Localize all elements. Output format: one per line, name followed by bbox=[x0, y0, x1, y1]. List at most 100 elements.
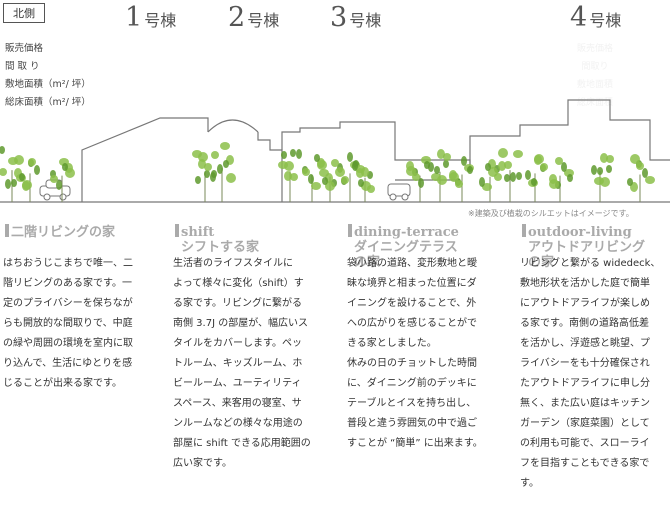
tree-foliage bbox=[606, 165, 612, 173]
tree-foliage bbox=[284, 171, 292, 181]
tree-foliage bbox=[642, 168, 648, 178]
tree-foliage bbox=[14, 155, 24, 165]
tree-foliage bbox=[5, 179, 11, 189]
tree-foliage bbox=[19, 173, 25, 181]
spec-layout-label: 間 取 り bbox=[5, 61, 40, 72]
tree-foliage bbox=[284, 161, 294, 171]
tree-foliage bbox=[319, 169, 329, 177]
house-silhouette-illustration bbox=[0, 99, 670, 203]
tree-foliage bbox=[65, 168, 75, 178]
tree-foliage bbox=[485, 163, 491, 171]
tree-foliage bbox=[437, 175, 447, 185]
tree-foliage bbox=[516, 172, 522, 180]
tree-foliage bbox=[198, 152, 208, 162]
tree-foliage bbox=[322, 177, 328, 185]
tree-foliage bbox=[0, 168, 7, 176]
tree-foliage bbox=[317, 160, 327, 170]
tree-foliage bbox=[226, 173, 236, 183]
cars bbox=[39, 179, 411, 201]
tree-foliage bbox=[525, 170, 531, 180]
tree-foliage bbox=[488, 167, 498, 177]
tree-foliage bbox=[195, 176, 201, 184]
tree-foliage bbox=[22, 180, 32, 190]
tree-foliage bbox=[600, 153, 608, 163]
tree-foliage bbox=[347, 152, 353, 162]
tree-foliage bbox=[645, 176, 655, 184]
column-3-body: 袋小路の道路、変形敷地と曖昧な境界と相まった位置にダイニングを設けることで、外へ… bbox=[347, 258, 483, 449]
tree-foliage bbox=[223, 160, 229, 168]
tree-foliage bbox=[220, 142, 230, 150]
tree-foliage bbox=[540, 163, 548, 171]
spec-floor-area-label: 総床面積（m²/ 坪） bbox=[5, 97, 91, 108]
tree-foliage bbox=[296, 149, 302, 159]
b4-spec-layout: 間取り bbox=[581, 62, 609, 72]
tree-foliage bbox=[62, 163, 68, 171]
tree-foliage bbox=[56, 180, 62, 190]
b4-spec-price: 販売価格 bbox=[576, 44, 613, 54]
tree-foliage bbox=[461, 156, 467, 166]
tree-foliage bbox=[606, 155, 614, 163]
tree-foliage bbox=[567, 174, 573, 182]
tree-foliage bbox=[513, 150, 523, 158]
building-4-specs: 販売価格 間取り 敷地面積 総床面積 bbox=[555, 40, 635, 112]
tree-foliage bbox=[211, 170, 217, 178]
tree-foliage bbox=[482, 183, 492, 191]
column-1-body: はちおうじこまちで唯一、二階リビングのある家です。一定のプライバシーを保ちながら… bbox=[3, 258, 133, 389]
tree-foliage bbox=[428, 162, 434, 172]
tree-foliage bbox=[314, 154, 320, 162]
tree-foliage bbox=[331, 159, 339, 167]
tree-foliage bbox=[555, 157, 563, 165]
tree-foliage bbox=[479, 177, 485, 187]
tree-foliage bbox=[498, 148, 508, 158]
tree-foliage bbox=[627, 178, 633, 186]
tree-foliage bbox=[34, 165, 40, 175]
tree-foliage bbox=[290, 173, 298, 181]
tree-foliage bbox=[302, 168, 310, 176]
tree-foliage bbox=[597, 167, 603, 175]
tree-foliage bbox=[591, 165, 597, 175]
tree-foliage bbox=[358, 179, 364, 187]
tree-foliage bbox=[50, 175, 58, 183]
column-1-heading: 二階リビングの家 bbox=[5, 224, 115, 240]
tree-foliage bbox=[600, 177, 610, 187]
tree-foliage bbox=[335, 167, 345, 177]
tree-foliage bbox=[204, 163, 212, 171]
tree-foliage bbox=[204, 170, 210, 178]
tree-foliage bbox=[467, 166, 473, 174]
tree-foliage bbox=[308, 174, 314, 184]
column-2-body: 生活者のライフスタイルによって様々に変化（shift）する家です。リビングに繋が… bbox=[173, 258, 311, 469]
b4-spec-site: 敷地面積 bbox=[576, 80, 613, 90]
tree-foliage bbox=[443, 153, 451, 161]
tree-foliage bbox=[561, 162, 567, 172]
tree-foliage bbox=[630, 154, 640, 164]
column-4-body: リビングと繋がる widedeck、敷地形状を活かした庭で簡単にアウトドアライフ… bbox=[520, 258, 661, 489]
tree-foliage bbox=[510, 172, 516, 182]
tree-foliage bbox=[217, 164, 223, 174]
north-side-label: 北側 bbox=[3, 3, 45, 23]
tree-foliage bbox=[549, 179, 559, 189]
tree-foliage bbox=[498, 161, 506, 171]
tree-silhouettes bbox=[0, 142, 655, 202]
tree-foliage bbox=[352, 161, 358, 171]
tree-foliage bbox=[418, 178, 424, 188]
tree-foliage bbox=[434, 166, 440, 174]
tree-foliage bbox=[281, 151, 287, 159]
tree-foliage bbox=[504, 161, 512, 169]
spec-site-area-label: 敷地面積（m²/ 坪） bbox=[5, 79, 91, 90]
tree-foliage bbox=[341, 176, 349, 184]
tree-foliage bbox=[0, 146, 5, 154]
tree-foliage bbox=[437, 149, 445, 159]
tree-foliage bbox=[455, 180, 463, 188]
tree-foliage bbox=[449, 172, 459, 182]
tree-foliage bbox=[406, 166, 416, 176]
image-note: ※建築及び植栽のシルエットはイメージです。 bbox=[468, 209, 634, 218]
tree-foliage bbox=[534, 154, 544, 164]
tree-foliage bbox=[504, 174, 510, 182]
tree-foliage bbox=[443, 160, 449, 168]
tree-foliage bbox=[636, 162, 644, 170]
